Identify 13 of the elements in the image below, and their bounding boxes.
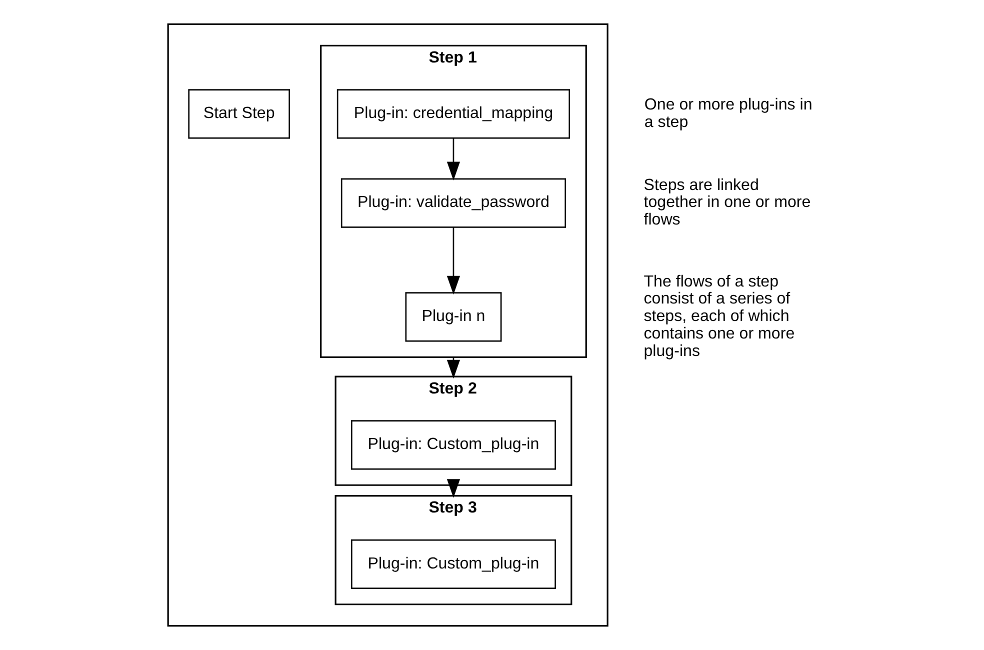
node-box: Plug-in n — [405, 292, 502, 342]
node-box: Plug-in: Custom_plug-in — [350, 539, 556, 589]
node-box: Plug-in: validate_password — [340, 178, 566, 228]
node-box: Start Step — [188, 89, 290, 139]
label: The flows of a step consist of a series of steps, each of which contains one or more plug-ins — [644, 272, 795, 360]
node-box: Plug-in: credential_mapping — [336, 89, 570, 139]
label: One or more plug-ins in a step — [644, 95, 812, 131]
cluster — [167, 23, 608, 627]
node-box: Plug-in: Custom_plug-in — [350, 420, 556, 470]
arrow — [446, 227, 460, 295]
arrow — [446, 479, 460, 498]
label: Steps are linked together in one or more flows — [644, 176, 811, 229]
arrow — [446, 138, 460, 181]
